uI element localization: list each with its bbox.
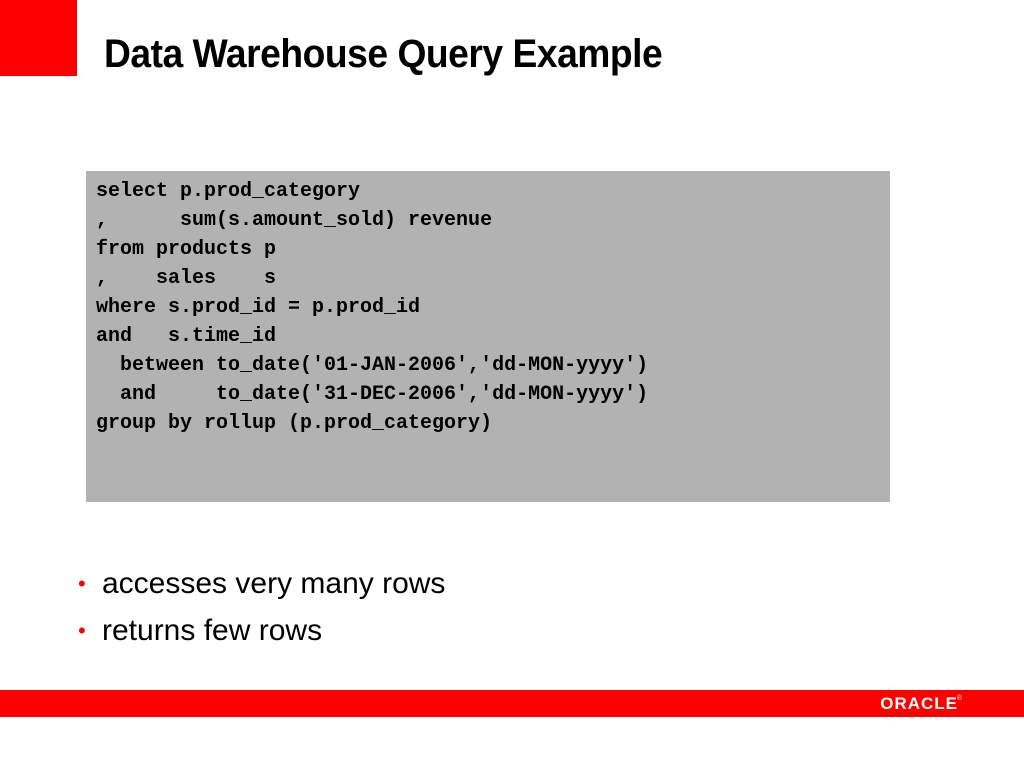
code-line: where s.prod_id = p.prod_id [96, 296, 421, 319]
corner-accent-block [0, 0, 77, 76]
code-line: from products p [96, 238, 277, 261]
bullet-marker: • [78, 571, 86, 596]
code-line: and to_date('31-DEC-2006','dd-MON-yyyy') [96, 383, 649, 406]
code-line: select p.prod_category [96, 180, 361, 203]
sql-code-block: select p.prod_category , sum(s.amount_so… [86, 171, 890, 502]
bullet-item: • accesses very many rows [78, 564, 445, 611]
bullet-marker: • [78, 618, 86, 643]
slide-title: Data Warehouse Query Example [104, 32, 663, 76]
registered-mark: ® [956, 695, 962, 702]
code-line: , sum(s.amount_sold) revenue [96, 209, 493, 232]
code-line: and s.time_id [96, 325, 277, 348]
footer-bar: ORACLE ® [0, 690, 1024, 717]
oracle-logo: ORACLE [880, 694, 958, 713]
code-line: between to_date('01-JAN-2006','dd-MON-yy… [96, 354, 649, 377]
bullet-text: returns few rows [102, 614, 323, 647]
code-line: , sales s [96, 267, 277, 290]
bullet-item: • returns few rows [78, 611, 445, 658]
bullet-text: accesses very many rows [102, 567, 446, 600]
code-line: group by rollup (p.prod_category) [96, 412, 493, 435]
bullet-list: • accesses very many rows • returns few … [78, 564, 445, 658]
